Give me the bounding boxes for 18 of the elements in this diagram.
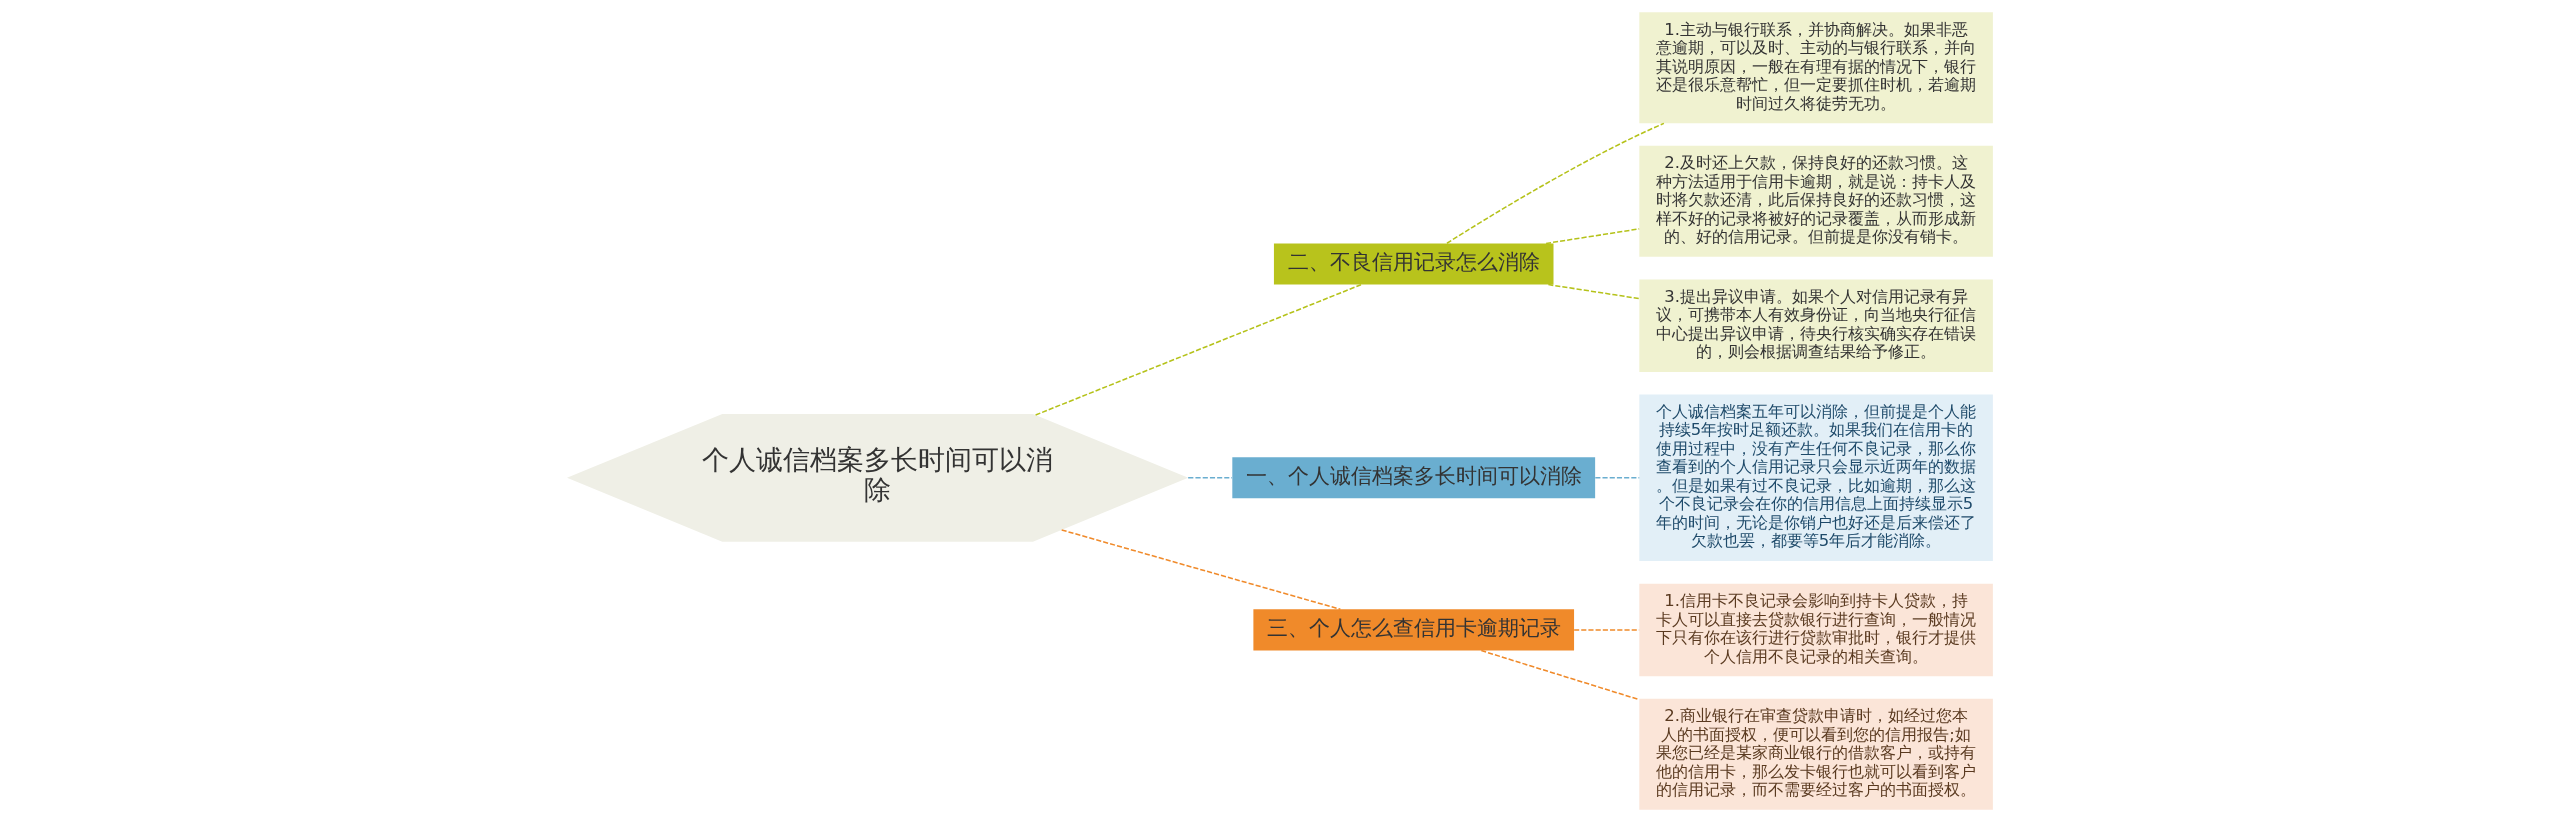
node-box: 个人诚信档案五年可以消除，但前提是个人能持续5年按时足额还款。如果我们在信用卡的使用过程中，没有产生任何不良记录，那么你查看到的个人信用记录只会显示近两年的数据。但是如果有过不良记录，比如逾期，那么这个不良记录会在你的信用信息上面持续显示5年的时间，无论是你销户也好还是后来偿还了欠款也罢，都要等5年后才能消除。 <box>1639 394 1993 562</box>
node-box: 三、个人怎么查信用卡逾期记录 <box>1253 609 1575 651</box>
node-box: 1.信用卡不良记录会影响到持卡人贷款，持卡人可以直接去贷款银行进行查询，一般情况下只有你在该行进行贷款审批时，银行才提供个人信用不良记录的相关查询。 <box>1639 583 1993 677</box>
connector <box>1545 228 1640 245</box>
connector <box>1060 529 1342 611</box>
node-box: 一、个人诚信档案多长时间可以消除 <box>1232 457 1596 499</box>
node-box: 2.及时还上欠款，保持良好的还款习惯。这种方法适用于信用卡逾期，就是说：持卡人及时将欠款还清，此后保持良好的还款习惯，这样不好的记录将被好的记录覆盖，从而形成新的、好的信用记录。但前提是你没有销卡。 <box>1639 145 1993 257</box>
node-box: 2.商业银行在审查贷款申请时，如经过您本人的书面授权，便可以看到您的信用报告;如果您已经是某家商业银行的借款客户，或持有他的信用卡，那么发卡银行也就可以看到客户的信用记录，而不需要经过客户的书面授权。 <box>1639 698 1993 810</box>
node-box: 二、不良信用记录怎么消除 <box>1273 243 1554 285</box>
connector <box>1187 477 1233 479</box>
connector <box>1480 649 1640 701</box>
connector <box>1573 629 1640 631</box>
node-box: 1.主动与银行联系，并协商解决。如果非恶意逾期，可以及时、主动的与银行联系，并向其说明原因，一般在有理有据的情况下，银行还是很乐意帮忙，但一定要抓住时机，若逾期时间过久将徒劳无功。 <box>1639 12 1993 124</box>
connector <box>1547 283 1640 300</box>
connector <box>1594 477 1641 479</box>
connector <box>1034 283 1362 416</box>
connector <box>1446 122 1665 244</box>
node-box: 3.提出异议申请。如果个人对信用记录有异议，可携带本人有效身份证，向当地央行征信中心提出异议申请，待央行核实确实存在错误的，则会根据调查结果给予修正。 <box>1639 279 1993 372</box>
